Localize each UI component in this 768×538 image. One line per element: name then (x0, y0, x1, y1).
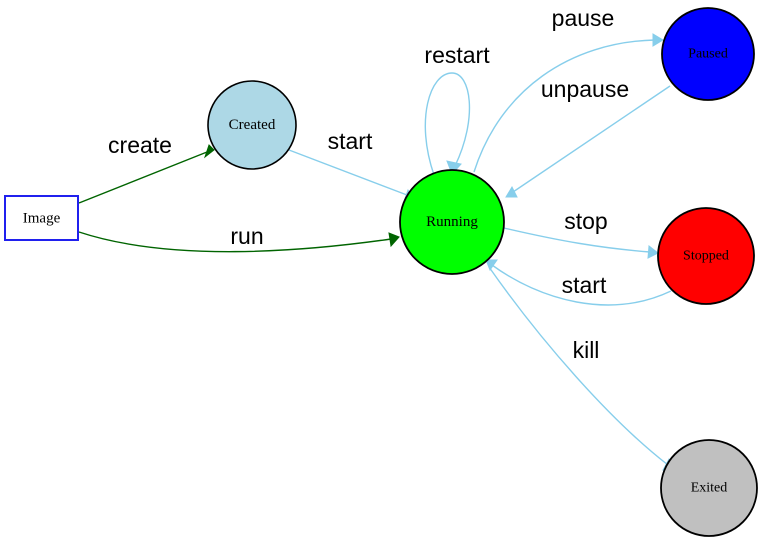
node-created-label: Created (229, 117, 276, 133)
edge-unpause-arrowhead (505, 185, 518, 198)
edge-start-stopped-path (491, 264, 672, 306)
edges-layer (78, 33, 676, 471)
node-paused[interactable]: Paused (661, 7, 755, 101)
edge-pause (473, 33, 664, 173)
edge-create-arrowhead (204, 144, 215, 159)
edge-label-pause: pause (552, 5, 615, 31)
node-stopped-shape[interactable] (657, 207, 755, 305)
edge-start-created-path (288, 149, 408, 196)
node-exited-shape[interactable] (660, 439, 758, 537)
node-created[interactable]: Created (207, 80, 297, 170)
edge-unpause-path (512, 85, 671, 193)
edge-label-run: run (230, 223, 263, 249)
edge-label-kill: kill (573, 337, 600, 363)
edge-kill-path (488, 266, 669, 466)
node-running[interactable]: Running (399, 169, 505, 275)
edge-label-start-stopped: start (562, 272, 607, 298)
edge-pause-arrowhead (652, 33, 664, 47)
node-paused-label: Paused (688, 47, 728, 62)
edge-label-start-created: start (328, 128, 373, 154)
edge-start-stopped-arrowhead (485, 259, 498, 272)
edge-create (78, 144, 215, 204)
edge-restart (424, 72, 471, 176)
edge-label-stop: stop (564, 208, 607, 234)
edge-label-unpause: unpause (541, 76, 629, 102)
edge-start-stopped (485, 259, 672, 306)
edge-unpause (505, 85, 671, 198)
nodes-layer: Image Created Running Paused Stopped (4, 7, 758, 537)
edge-stop-path (503, 227, 651, 253)
node-running-label: Running (426, 214, 478, 230)
node-paused-shape[interactable] (661, 7, 755, 101)
node-stopped-label: Stopped (683, 249, 729, 264)
edge-label-create: create (108, 132, 172, 158)
node-running-shape[interactable] (399, 169, 505, 275)
edge-stop (503, 227, 659, 259)
node-image[interactable]: Image (4, 195, 79, 241)
node-exited[interactable]: Exited (660, 439, 758, 537)
node-created-shape[interactable] (207, 80, 297, 170)
edge-restart-path (424, 72, 471, 176)
edge-run-path (78, 231, 392, 253)
node-exited-label: Exited (691, 481, 728, 496)
edge-run (78, 231, 400, 253)
node-stopped[interactable]: Stopped (657, 207, 755, 305)
edge-create-path (78, 151, 208, 204)
edge-run-arrowhead (388, 232, 400, 248)
node-image-shape[interactable] (4, 195, 79, 241)
edge-start-created (288, 149, 415, 202)
edge-labels-layer: create run start restart pause unpause s… (108, 5, 629, 363)
edge-restart-arrowhead (446, 160, 462, 175)
edge-pause-path (473, 39, 656, 173)
edge-stop-arrowhead (647, 245, 659, 259)
node-image-label: Image (23, 211, 61, 227)
edge-label-restart: restart (424, 42, 490, 68)
